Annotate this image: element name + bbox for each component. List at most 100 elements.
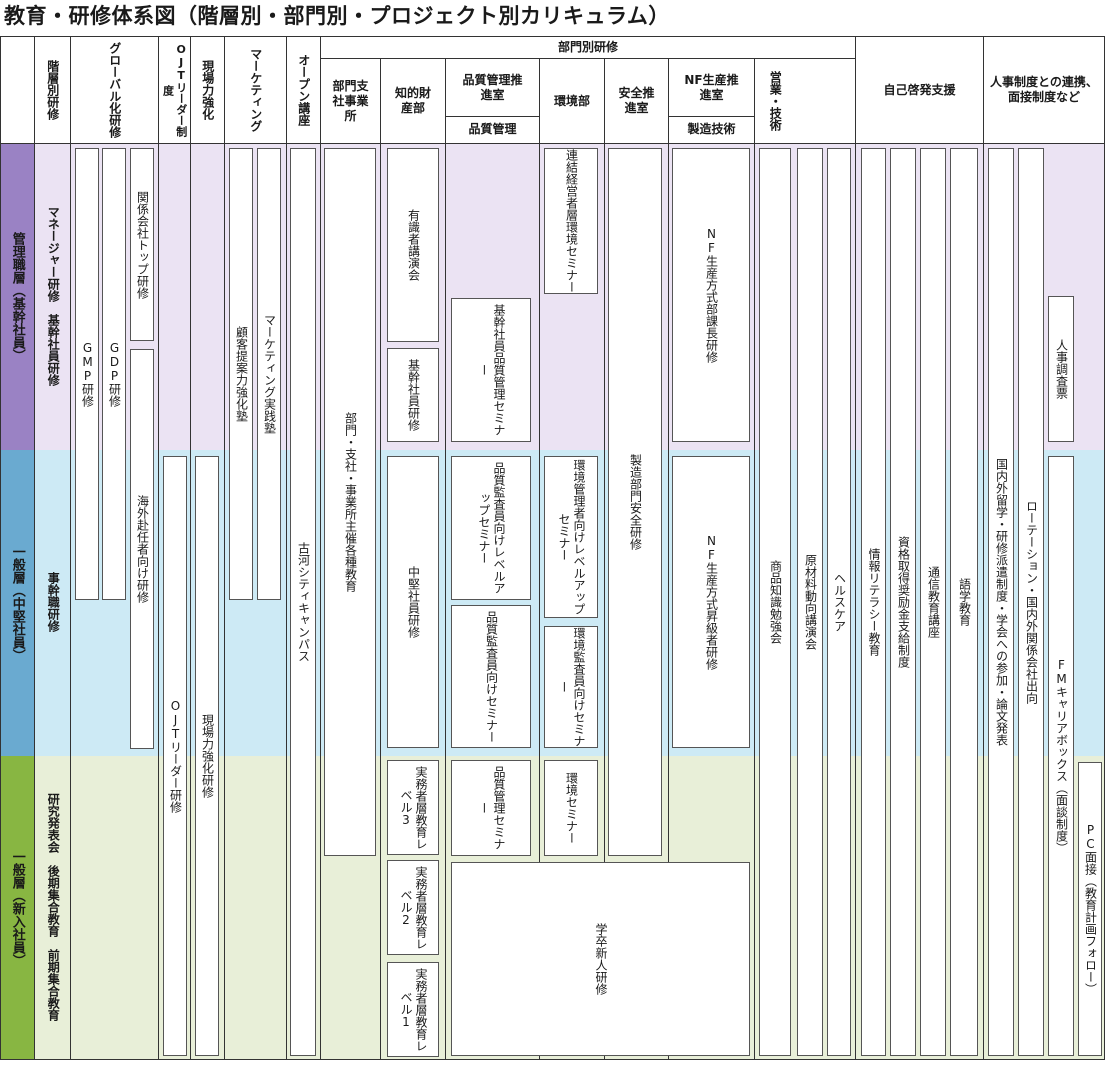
column-divider: [855, 36, 856, 1060]
course-bumon-shusai: 部門・支社・事業所主催各種教育: [324, 148, 376, 856]
column-divider: [604, 58, 605, 1060]
page-title: 教育・研修体系図（階層別・部門別・プロジェクト別カリキュラム）: [4, 4, 670, 28]
header-global: グローバル化研修: [107, 42, 122, 138]
course-hq-kansa: 品質監査員向けセミナー: [451, 605, 531, 748]
course-env-renketsu: 連結経営者層環境セミナー: [544, 148, 598, 294]
header-anzen-text: 安全推進室: [618, 86, 655, 115]
course-furukawa-label: 古河シティキャンパス: [296, 542, 311, 662]
level-label-new: 一般層（新入社員）: [9, 849, 25, 967]
course-kaigai: 海外赴任者向け研修: [130, 349, 154, 749]
column-divider: [190, 36, 191, 1060]
column-divider: [34, 36, 35, 1060]
course-env-seminar: 環境セミナー: [544, 760, 598, 856]
level-label-middle-bg: [0, 450, 34, 756]
column-divider: [754, 58, 755, 1060]
course-jitsumu3-label: 実務者層教育レベル3: [399, 765, 428, 850]
course-nf-shokyu-label: NF生産方式昇級者研修: [704, 534, 719, 670]
course-chuken: 中堅社員研修: [387, 456, 439, 748]
course-pc-mensetsu: PC面接（教育計画フォロー）: [1078, 762, 1102, 1056]
header-kankyo: 環境部: [553, 93, 590, 108]
course-env-kansa: 環境監査員向けセミナー: [544, 626, 598, 748]
course-gogaku: 語学教育: [950, 148, 978, 1056]
kaisou-middle: 事幹職研修: [46, 572, 61, 632]
header-bumon-shisha: 部門支社事業所: [321, 60, 380, 142]
course-shohin-label: 商品知識勉強会: [768, 560, 783, 644]
course-jitsumu2-label: 実務者層教育レベル2: [399, 865, 428, 950]
course-ojt-leader: OJTリーダー研修: [163, 456, 187, 1056]
course-env-kansa-label: 環境監査員向けセミナー: [557, 627, 586, 747]
course-health-label: ヘルスケア: [832, 572, 847, 632]
header-hinshitsu-bottom: 品質管理: [468, 122, 517, 136]
level-label-middle: 一般層（中堅社員）: [9, 544, 25, 662]
level-label-manager: 管理職層（基幹社員）: [9, 232, 25, 362]
header-nf-bottom: 製造技術: [687, 122, 736, 136]
header-nf-top: NF生産推進室: [669, 60, 754, 116]
hinshitsu-sub-line: [445, 116, 539, 117]
course-hq-kikan-label: 基幹社員品質管理セミナー: [477, 304, 506, 436]
course-env-seminar-label: 環境セミナー: [564, 772, 579, 844]
frame-left: [0, 36, 1, 1060]
course-yushiki: 有識者講演会: [387, 148, 439, 342]
frame-top: [0, 36, 1105, 37]
course-hq-kanri-label: 品質管理セミナー: [477, 766, 506, 850]
course-nf-buka: NF生産方式部課長研修: [672, 148, 750, 442]
course-hq-kansa-label: 品質監査員向けセミナー: [484, 610, 499, 743]
header-chiteki: 知的財産部: [381, 60, 445, 142]
course-joho-label: 情報リテラシー教育: [867, 548, 881, 656]
course-kikan-chiteki-label: 基幹社員研修: [406, 359, 421, 431]
course-gakusotsu: 学卒新人研修: [451, 862, 750, 1056]
header-open: オープン講座: [296, 54, 311, 126]
course-kankei-label: 関係会社トップ研修: [135, 190, 150, 299]
course-genba-kensyu: 現場力強化研修: [195, 456, 219, 1056]
header-bumon-shisha-text: 部門支社事業所: [332, 78, 369, 123]
course-genzairyo: 原材料動向講演会: [797, 148, 823, 1056]
course-fm-career: FMキャリアボックス（面談制度）: [1048, 456, 1074, 1056]
course-gdp: GDP研修: [102, 148, 126, 600]
level-label-manager-bg: [0, 144, 34, 450]
course-rotation: ローテーション・国内外関係会社出向: [1018, 148, 1044, 1056]
column-divider: [445, 58, 446, 1060]
header-anzen: 安全推進室: [605, 60, 668, 142]
course-nf-buka-label: NF生産方式部課長研修: [704, 227, 719, 363]
course-jitsumu2: 実務者層教育レベル2: [387, 860, 439, 955]
course-rotation-label: ローテーション・国内外関係会社出向: [1024, 500, 1039, 704]
kaisou-manager: マネージャー研修 基幹社員研修: [46, 206, 61, 386]
course-fm-career-label: FMキャリアボックス（面談制度）: [1054, 658, 1069, 854]
column-divider: [286, 36, 287, 1060]
nf-sub-line: [668, 116, 754, 117]
header-eigyo: 営業・技術: [768, 71, 783, 131]
course-gdp-label: GDP研修: [107, 341, 122, 407]
course-health: ヘルスケア: [827, 148, 851, 1056]
course-hq-levelup: 品質監査員向けレベルアップセミナー: [451, 456, 531, 600]
course-hq-kikan: 基幹社員品質管理セミナー: [451, 298, 531, 442]
course-kokunai-label: 国内外留学・研修派遣制度・学会への参加・論文発表: [994, 458, 1009, 746]
course-env-levelup: 環境管理者向けレベルアップセミナー: [544, 456, 598, 618]
course-joho: 情報リテラシー教育: [861, 148, 886, 1056]
course-bumon-shusai-label: 部門・支社・事業所主催各種教育: [343, 412, 358, 592]
header-jiko: 自己啓発支援: [883, 82, 956, 97]
course-chuken-label: 中堅社員研修: [406, 566, 421, 638]
course-env-levelup-label: 環境管理者向けレベルアップセミナー: [557, 459, 586, 615]
course-gmp-label: GMP研修: [80, 341, 95, 407]
header-chiteki-text: 知的財産部: [394, 86, 431, 115]
course-jitsumu1-label: 実務者層教育レベル1: [399, 967, 428, 1052]
column-divider: [983, 36, 984, 1060]
course-kokyaku-label: 顧客提案力強化塾: [234, 326, 249, 422]
header-hinshitsu-top-text: 品質管理推進室: [462, 73, 523, 102]
course-furukawa: 古河シティキャンパス: [290, 148, 316, 1056]
course-tsushin-label: 通信教育講座: [926, 566, 941, 638]
course-jinji-chosa: 人事調査票: [1048, 296, 1074, 442]
course-gakusotsu-label: 学卒新人研修: [594, 923, 608, 995]
course-mk-jissen-label: マーケティング実践塾: [262, 314, 277, 434]
bumon-group-line: [320, 58, 855, 59]
course-mk-jissen: マーケティング実践塾: [257, 148, 281, 600]
header-ojt: OJTリーダー制度: [161, 43, 188, 137]
course-jitsumu1: 実務者層教育レベル1: [387, 962, 439, 1057]
course-env-renketsu-label: 連結経営者層環境セミナー: [564, 149, 579, 293]
header-jinji: 人事制度との連携、面接制度など: [984, 38, 1104, 142]
course-hq-kanri: 品質管理セミナー: [451, 760, 531, 856]
course-tsushin: 通信教育講座: [920, 148, 946, 1056]
header-genba: 現場力強化: [200, 60, 215, 120]
course-pc-mensetsu-label: PC面接（教育計画フォロー）: [1083, 823, 1098, 995]
